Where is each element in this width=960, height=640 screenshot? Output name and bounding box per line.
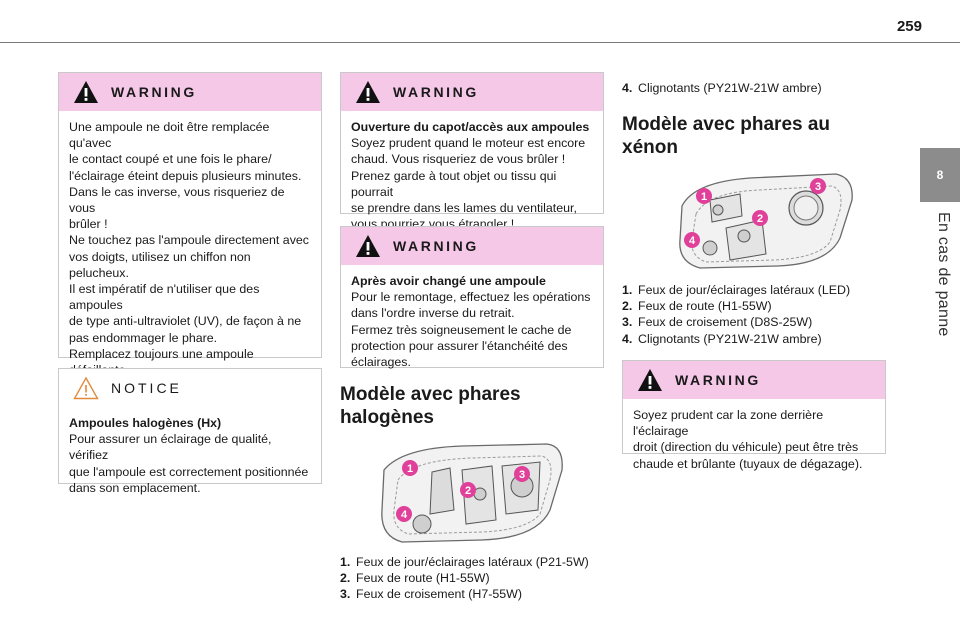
warning-lead: Après avoir changé une ampoule (351, 274, 546, 288)
chapter-tab[interactable]: 8 (920, 148, 960, 202)
list-number: 2. (622, 299, 633, 314)
list-item: 4. Clignotants (PY21W-21W ambre) (622, 331, 886, 347)
callout-label-2: 2 (757, 213, 763, 225)
callout-label-2: 2 (465, 485, 471, 497)
notice-text: Pour assurer un éclairage de qualité, vé… (69, 432, 309, 495)
warning-header: WARNING (341, 73, 603, 111)
list-item: 2. Feux de route (H1-55W) (340, 570, 604, 586)
warning-header: WARNING (59, 73, 321, 111)
warning-body: Après avoir changé une ampoule Pour le r… (341, 265, 603, 380)
list-text: Feux de croisement (H7-55W) (356, 587, 522, 602)
list-number: 4. (622, 81, 633, 95)
callout-marker-1 (402, 460, 418, 476)
callout-marker-4 (396, 506, 412, 522)
callout-label-4: 4 (689, 235, 696, 247)
warning-body: Ouverture du capot/accès aux ampoules So… (341, 111, 603, 242)
warning-title: WARNING (111, 84, 197, 100)
callout-label-1: 1 (701, 191, 707, 203)
list-item: 1. Feux de jour/éclairages latéraux (P21-… (340, 554, 604, 570)
list-number: 3. (340, 587, 351, 602)
list-item: 3. Feux de croisement (D8S-25W) (622, 314, 886, 330)
halogen-bulb-list-continued: 4. Clignotants (PY21W-21W ambre) (622, 80, 886, 96)
warning-triangle-icon (356, 235, 380, 257)
list-text: Feux de jour/éclairages latéraux (P21-5W… (356, 555, 589, 569)
warning-header: WARNING (341, 227, 603, 265)
warning-title: WARNING (393, 238, 479, 254)
callout-label-3: 3 (815, 181, 821, 193)
list-text: Feux de jour/éclairages latéraux (LED) (638, 283, 851, 297)
xenon-headlamp-diagram: 1 2 3 4 (679, 173, 853, 269)
callout-label-3: 3 (519, 469, 525, 481)
section-title-halogen: Modèle avec phares halogènes (340, 384, 521, 428)
notice-box-halogen: NOTICE Ampoules halogènes (Hx) Pour assu… (58, 368, 322, 495)
warning-triangle-icon (74, 81, 98, 103)
warning-text: Pour le remontage, effectuez les opérati… (351, 290, 591, 370)
warning-box-bonnet: WARNING Ouverture du capot/accès aux amp… (340, 72, 604, 231)
callout-label-1: 1 (407, 463, 413, 475)
xenon-bulb-list: 1. Feux de jour/éclairages latéraux (LED)… (622, 282, 886, 347)
warning-triangle-icon (356, 81, 380, 103)
callout-marker-2 (752, 210, 768, 226)
warning-lead: Ouverture du capot/accès aux ampoules (351, 120, 590, 134)
list-number: 1. (340, 555, 351, 569)
list-item: 1. Feux de jour/éclairages latéraux (LED) (622, 282, 886, 298)
list-item: 4. Clignotants (PY21W-21W ambre) (622, 80, 886, 96)
chapter-title: En cas de panne (935, 212, 952, 337)
callout-label-4: 4 (401, 509, 408, 521)
callout-marker-1 (696, 188, 712, 204)
page-number: 259 (896, 18, 922, 35)
header-rule (0, 42, 960, 43)
warning-text: Soyez prudent quand le moteur est encore… (351, 136, 586, 232)
warning-box-hot-zone: WARNING Soyez prudent car la zone derriè… (622, 360, 886, 471)
notice-triangle-icon (73, 376, 99, 400)
warning-box-bulb-replacement: WARNING Une ampoule ne doit être remplac… (58, 72, 322, 442)
list-number: 3. (622, 315, 633, 330)
section-title-xenon: Modèle avec phares au xénon (622, 114, 831, 158)
warning-triangle-icon (638, 369, 662, 391)
callout-marker-3 (810, 178, 826, 194)
halogen-bulb-list: 1. Feux de jour/éclairages latéraux (P21-… (340, 554, 604, 603)
list-text: Feux de route (H1-55W) (638, 299, 772, 314)
list-text: Feux de croisement (D8S-25W) (638, 315, 813, 330)
list-item: 3. Feux de croisement (H7-55W) (340, 586, 604, 602)
notice-title: NOTICE (111, 380, 182, 396)
list-number: 4. (622, 331, 633, 346)
warning-text: Soyez prudent car la zone derrière l'écl… (633, 408, 863, 471)
notice-header: NOTICE (59, 369, 321, 407)
warning-title: WARNING (393, 84, 479, 100)
warning-box-after-change: WARNING Après avoir changé une ampoule P… (340, 226, 604, 369)
halogen-headlamp-diagram: 1 2 3 4 (381, 443, 563, 543)
callout-marker-2 (460, 482, 476, 498)
list-text: Clignotants (PY21W-21W ambre) (638, 81, 822, 95)
list-number: 2. (340, 571, 351, 586)
list-text: Feux de route (H1-55W) (356, 571, 490, 586)
warning-header: WARNING (623, 361, 885, 399)
list-item: 2. Feux de route (H1-55W) (622, 298, 886, 314)
callout-marker-3 (514, 466, 530, 482)
callout-marker-4 (684, 232, 700, 248)
notice-lead: Ampoules halogènes (Hx) (69, 416, 222, 430)
notice-body: Ampoules halogènes (Hx) Pour assurer un … (59, 407, 321, 506)
list-number: 1. (622, 283, 633, 297)
warning-body: Soyez prudent car la zone derrière l'écl… (623, 399, 885, 482)
warning-title: WARNING (675, 372, 761, 388)
list-text: Clignotants (PY21W-21W ambre) (638, 331, 822, 346)
